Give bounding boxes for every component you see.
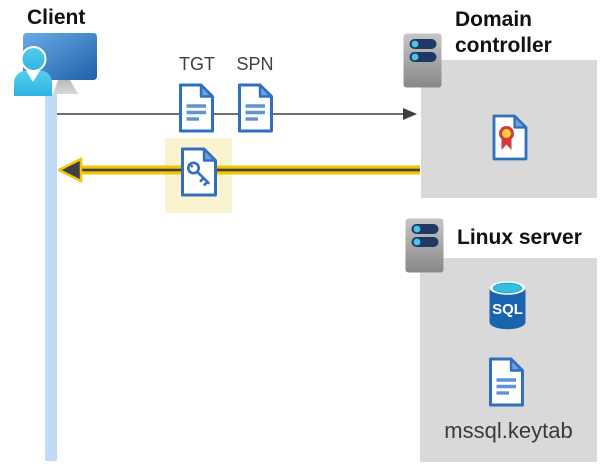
keytab-filename: mssql.keytab xyxy=(444,418,573,443)
linux-server-label: Linux server xyxy=(457,226,582,249)
key-ring xyxy=(187,161,200,175)
certificate-icon xyxy=(492,114,528,161)
client-label: Client xyxy=(27,6,86,29)
request-arrow-right xyxy=(57,108,417,120)
spn-document-icon xyxy=(237,83,274,133)
spn-label: SPN xyxy=(236,54,274,74)
arrowhead-left xyxy=(58,157,83,183)
tgt-document-icon xyxy=(178,83,215,133)
client-lifeline xyxy=(45,93,57,461)
sql-database-icon: SQL xyxy=(489,281,526,330)
keytab-document-icon xyxy=(488,357,525,407)
person-head xyxy=(20,46,47,72)
domain-controller-label-line2: controller xyxy=(455,34,552,57)
domain-controller-label-line1: Domain xyxy=(455,8,533,31)
person-collar xyxy=(26,70,40,82)
tgt-label: TGT xyxy=(179,54,215,74)
person-body xyxy=(14,70,52,96)
linux-server-icon xyxy=(405,218,444,273)
domain-controller-label: Domain controller xyxy=(455,7,552,59)
domain-controller-server-icon xyxy=(403,33,442,88)
arrowhead-right xyxy=(403,108,417,120)
sql-badge-text: SQL xyxy=(492,301,523,318)
key-document-icon xyxy=(181,147,217,197)
client-computer-icon xyxy=(14,33,97,96)
response-arrow-left xyxy=(58,157,420,183)
certificate-seal xyxy=(499,126,514,141)
